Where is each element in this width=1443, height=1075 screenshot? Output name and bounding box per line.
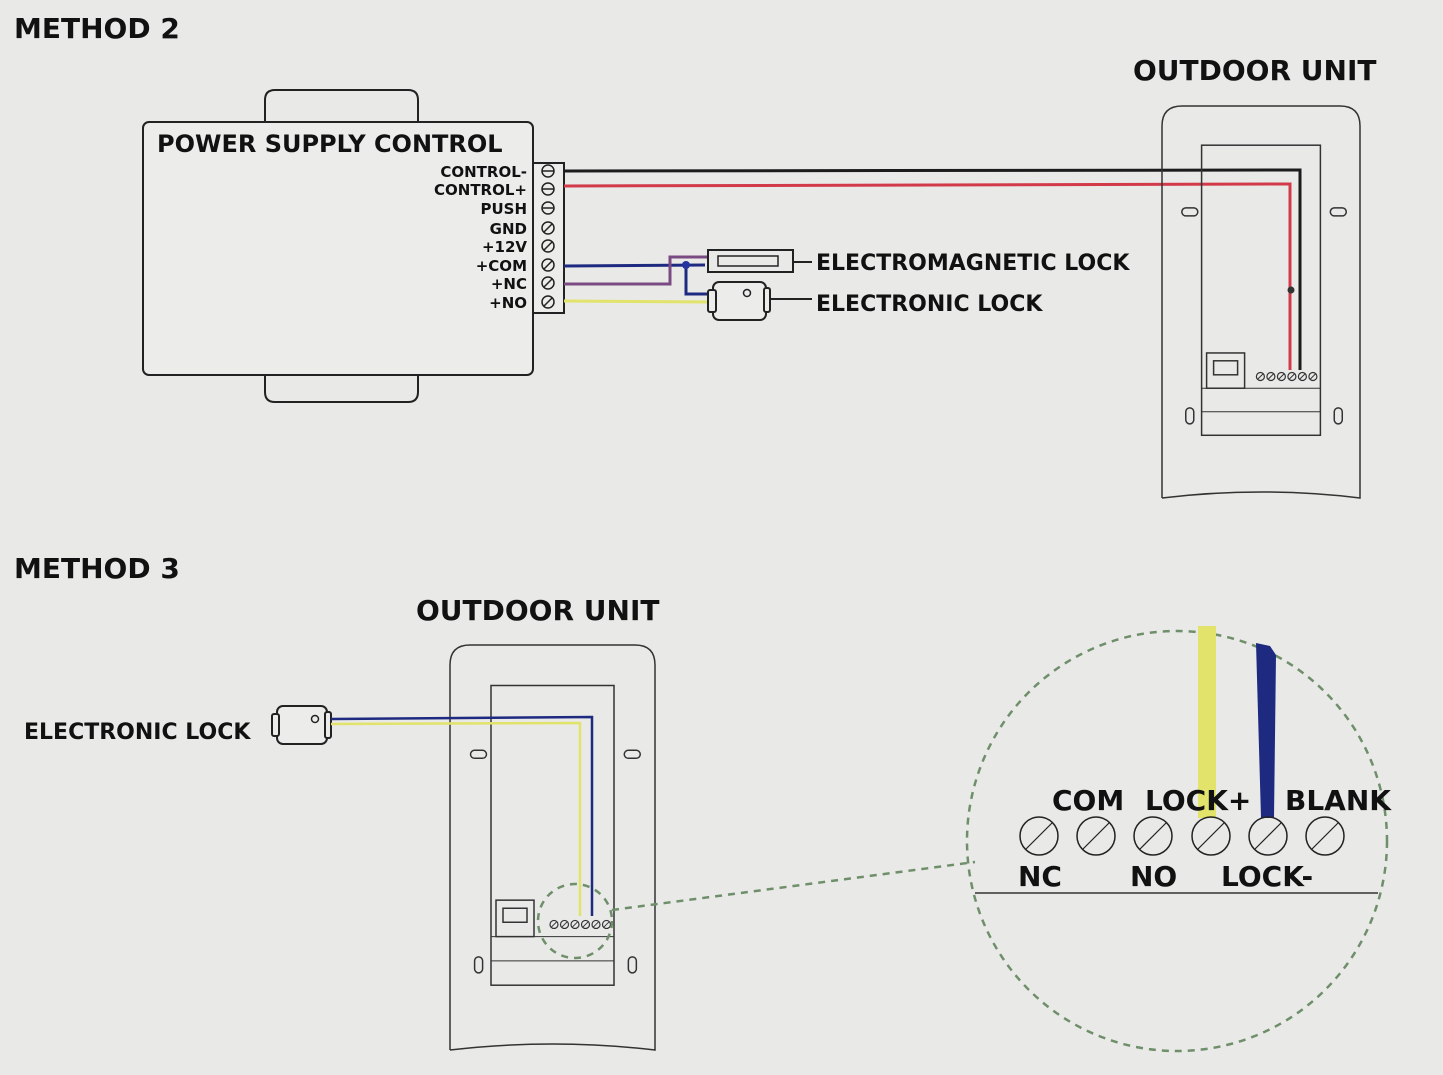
zoom-indicator — [536, 629, 1389, 1053]
terminal-screw-icon — [1266, 371, 1276, 382]
outdoor-unit-body — [1161, 105, 1361, 499]
terminal-screw-icon — [1308, 371, 1318, 382]
terminal-screw-icon — [580, 919, 591, 930]
terminal-label: +12V — [482, 238, 527, 256]
terminal-screw-icon — [1255, 371, 1266, 382]
terminal-label: CONTROL- — [440, 163, 527, 181]
detail-label-nc: NC — [1018, 860, 1062, 893]
mount-hole — [1181, 207, 1199, 217]
rj45-socket — [1212, 360, 1239, 376]
wire-junction — [682, 261, 690, 269]
method-3-heading: METHOD 3 — [14, 552, 180, 585]
mount-hole — [469, 749, 488, 760]
wire-yellow-m3 — [330, 721, 582, 916]
wire-marker — [1287, 286, 1295, 294]
mount-hole — [473, 956, 484, 974]
detail-screw-icon — [1019, 816, 1059, 856]
method3-wires — [330, 715, 594, 916]
outdoor-unit-m3 — [449, 644, 656, 1051]
detail-label-no: NO — [1130, 860, 1177, 893]
detail-screw-icon — [1191, 816, 1231, 856]
mount-hole — [1185, 407, 1195, 425]
rj45-socket — [502, 907, 528, 923]
mount-hole — [623, 749, 641, 760]
detail-label-com: COM — [1052, 784, 1124, 817]
electronic-lock-icon-m3 — [271, 705, 332, 745]
electromagnetic-lock-label: ELECTROMAGNETIC LOCK — [816, 251, 1130, 276]
detail-screw-icon — [1248, 816, 1288, 856]
outdoor-unit-panel — [490, 684, 615, 986]
detail-screw-icon — [1076, 816, 1116, 856]
power-supply-title: POWER SUPPLY CONTROL — [157, 130, 503, 158]
terminal-screw-icon — [591, 919, 601, 930]
rj45-port-icon — [495, 899, 535, 938]
terminal-label: +NC — [491, 275, 527, 293]
mount-hole — [1333, 407, 1344, 425]
mount-hole — [1329, 207, 1348, 217]
terminal-screw-icon — [549, 919, 559, 930]
electronic-lock-label: ELECTRONIC LOCK — [816, 292, 1043, 317]
terminal-screw-icon — [559, 919, 570, 930]
terminal-label: PUSH — [480, 200, 527, 218]
electromagnetic-lock-icon — [707, 249, 794, 273]
detail-wire-blue — [1256, 643, 1276, 818]
outdoor-unit-m2 — [1161, 105, 1361, 499]
terminal-block — [532, 162, 565, 314]
screw-icon — [541, 276, 555, 290]
outdoor-unit-label-m2: OUTDOOR UNIT — [1133, 54, 1376, 87]
electronic-lock-icon — [707, 281, 771, 321]
detail-label-lock-plus: LOCK+ — [1145, 784, 1251, 817]
terminal-screw-icon — [1276, 371, 1287, 382]
power-supply-terminals: CONTROL-CONTROL+PUSH GND+12V+COM+NC+NO — [434, 163, 555, 312]
mount-hole — [627, 956, 638, 974]
power-supply-bottom-tab — [264, 375, 419, 403]
detail-screw-icon — [1133, 816, 1173, 856]
wire-control-minus — [563, 168, 1302, 370]
detail-screw-icon — [1305, 816, 1345, 856]
terminal-detail — [975, 626, 1378, 894]
method-2-heading: METHOD 2 — [14, 12, 180, 45]
screw-icon — [541, 258, 555, 272]
detail-wire-yellow — [1198, 626, 1216, 818]
wire-no — [563, 299, 713, 304]
wire-blue-m3 — [330, 715, 594, 916]
screw-icon — [541, 295, 555, 309]
terminal-label: CONTROL+ — [434, 181, 527, 199]
power-supply-box — [142, 121, 534, 376]
screw-icon — [541, 239, 555, 253]
wire-control-plus — [563, 182, 1292, 370]
wire-com-branch — [684, 265, 710, 296]
terminal-screw-icon — [601, 919, 612, 930]
terminal-screw-icon — [570, 919, 580, 930]
power-supply-unit — [142, 89, 565, 403]
terminal-screw-icon — [1287, 371, 1297, 382]
outdoor-unit-label-m3: OUTDOOR UNIT — [416, 594, 659, 627]
wire-com — [563, 263, 706, 268]
screw-icon — [541, 221, 555, 235]
power-supply-top-tab — [264, 89, 419, 125]
terminal-label: +NO — [489, 294, 527, 312]
electronic-lock-label-m3: ELECTRONIC LOCK — [24, 720, 251, 745]
detail-label-blank: BLANK — [1285, 784, 1392, 817]
terminal-label: +COM — [476, 257, 527, 275]
terminal-label: GND — [490, 220, 527, 238]
terminal-screw-icon — [1297, 371, 1308, 382]
method2-wires — [563, 168, 1302, 370]
wire-nc — [564, 255, 707, 286]
outdoor-unit-panel — [1200, 144, 1322, 437]
outdoor-unit-body — [449, 644, 656, 1051]
rj45-port-icon — [1205, 352, 1246, 389]
detail-label-lock-minus: LOCK- — [1221, 860, 1313, 893]
